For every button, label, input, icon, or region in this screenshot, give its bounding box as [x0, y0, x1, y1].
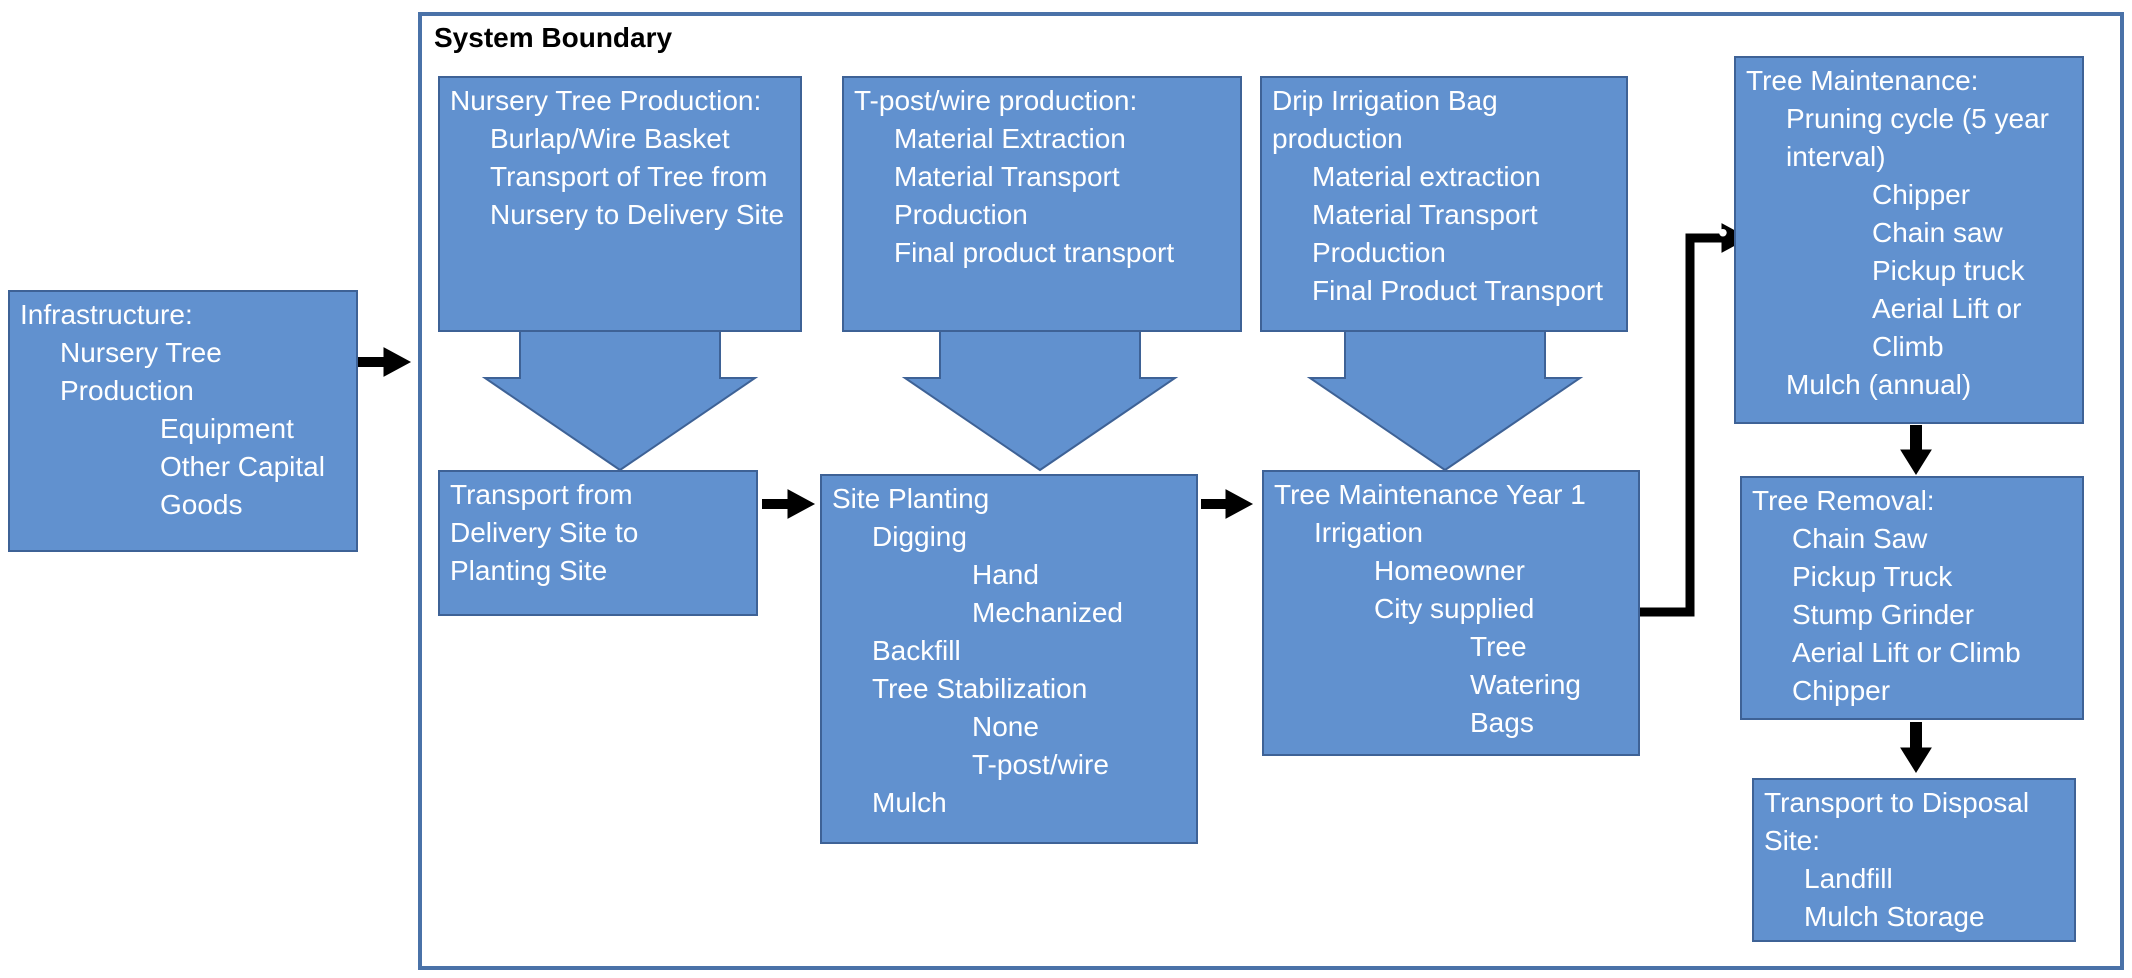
list-item: Stump Grinder: [1724, 596, 2072, 634]
treemaint-to-removal-arrow: [1900, 449, 1932, 475]
list-item: Backfill: [804, 632, 1186, 670]
tpost-production-box: T-post/wire production: Material Extract…: [826, 76, 1242, 332]
list-item: Landfill: [1736, 860, 2064, 898]
planting-to-maint1-arrow: [1225, 489, 1254, 519]
transport-to-planting-arrow: [787, 489, 816, 519]
transport-delivery-title: Transport from Delivery Site to Planting…: [450, 479, 639, 586]
tree-maintenance-year1-title: Tree Maintenance Year 1: [1274, 479, 1586, 510]
list-item: Material Transport: [1244, 196, 1616, 234]
nursery-production-list: Burlap/Wire Basket Transport of Tree fro…: [422, 120, 790, 234]
list-item: Pickup truck: [1718, 252, 2072, 290]
list-item: Tree Stabilization: [804, 670, 1186, 708]
tree-maintenance-year1-list: Irrigation Homeowner City supplied Tree …: [1246, 514, 1628, 742]
list-item: Material extraction: [1244, 158, 1616, 196]
nursery-production-title: Nursery Tree Production:: [450, 85, 762, 116]
list-item: None: [804, 708, 1186, 746]
tree-maintenance-box: Tree Maintenance: Pruning cycle (5 year …: [1718, 56, 2084, 424]
list-item: Digging: [804, 518, 1186, 556]
infrastructure-box: Infrastructure: Nursery Tree Production …: [0, 290, 358, 552]
list-item: Chipper: [1724, 672, 2072, 710]
system-boundary: [418, 12, 2124, 970]
list-item: Final product transport: [826, 234, 1230, 272]
site-planting-list: Digging Hand Mechanized Backfill Tree St…: [804, 518, 1186, 822]
list-item: Chain Saw: [1724, 520, 2072, 558]
nursery-down-arrow: [481, 329, 759, 472]
system-boundary-title: System Boundary: [434, 22, 673, 53]
tree-maintenance-list: Pruning cycle (5 year interval) Chipper …: [1718, 100, 2072, 404]
list-item: Irrigation: [1246, 514, 1628, 552]
tree-removal-title: Tree Removal:: [1752, 485, 1935, 516]
removal-to-disposal-arrow: [1900, 747, 1932, 773]
disposal-transport-title: Transport to Disposal Site:: [1764, 787, 2030, 856]
list-item: Final Product Transport: [1244, 272, 1616, 310]
list-item: Aerial Lift or Climb: [1718, 290, 2072, 366]
list-item: Production: [1244, 234, 1616, 272]
list-item: Nursery Tree Production: [0, 334, 346, 410]
maint1-to-treemaint-connector: [1640, 233, 1728, 617]
tree-maintenance-year1-box: Tree Maintenance Year 1 Irrigation Homeo…: [1246, 470, 1640, 756]
disposal-transport-list: Landfill Mulch Storage: [1736, 860, 2064, 936]
drip-bag-production-box: Drip Irrigation Bag production Material …: [1244, 76, 1628, 332]
infrastructure-title: Infrastructure:: [20, 299, 193, 330]
transport-delivery-box: Transport from Delivery Site to Planting…: [438, 470, 758, 616]
list-item: Equipment: [0, 410, 346, 448]
list-item: Hand: [804, 556, 1186, 594]
tree-maintenance-title: Tree Maintenance:: [1746, 65, 1979, 96]
list-item: T-post/wire: [804, 746, 1186, 784]
list-item: Mulch Storage: [1736, 898, 2064, 936]
drip-down-arrow: [1306, 329, 1584, 472]
list-item: Aerial Lift or Climb: [1724, 634, 2072, 672]
nursery-production-box: Nursery Tree Production: Burlap/Wire Bas…: [422, 76, 802, 332]
connector-arrows: [357, 223, 1932, 773]
tpost-production-list: Material Extraction Material Transport P…: [826, 120, 1230, 272]
list-item: Tree Watering Bags: [1246, 628, 1628, 742]
list-item: Homeowner: [1246, 552, 1628, 590]
tpost-production-title: T-post/wire production:: [854, 85, 1138, 116]
site-planting-title: Site Planting: [832, 483, 990, 514]
infrastructure-list: Nursery Tree Production Equipment Other …: [0, 334, 346, 524]
tree-removal-list: Chain Saw Pickup Truck Stump Grinder Aer…: [1724, 520, 2072, 710]
infra-to-boundary-arrow: [383, 347, 412, 377]
list-item: Mechanized: [804, 594, 1186, 632]
list-item: Pruning cycle (5 year interval): [1718, 100, 2072, 176]
list-item: Mulch: [804, 784, 1186, 822]
list-item: Chipper: [1718, 176, 2072, 214]
list-item: Material Extraction: [826, 120, 1230, 158]
tree-removal-box: Tree Removal: Chain Saw Pickup Truck Stu…: [1724, 476, 2084, 720]
list-item: Burlap/Wire Basket: [422, 120, 790, 158]
list-item: Pickup Truck: [1724, 558, 2072, 596]
list-item: Chain saw: [1718, 214, 2072, 252]
site-planting-box: Site Planting Digging Hand Mechanized Ba…: [804, 474, 1198, 844]
list-item: Production: [826, 196, 1230, 234]
drip-bag-production-list: Material extraction Material Transport P…: [1244, 158, 1616, 310]
list-item: Material Transport: [826, 158, 1230, 196]
list-item: Mulch (annual): [1718, 366, 2072, 404]
list-item: Other Capital Goods: [0, 448, 346, 524]
drip-bag-production-title: Drip Irrigation Bag production: [1272, 85, 1498, 154]
disposal-transport-box: Transport to Disposal Site: Landfill Mul…: [1736, 778, 2076, 942]
tpost-down-arrow: [901, 329, 1179, 472]
list-item: City supplied: [1246, 590, 1628, 628]
list-item: Transport of Tree from Nursery to Delive…: [422, 158, 790, 234]
